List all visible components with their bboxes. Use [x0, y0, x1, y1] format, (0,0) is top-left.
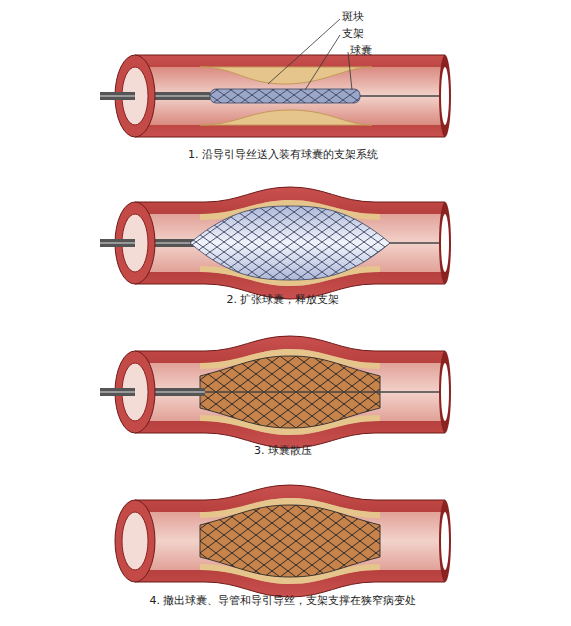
part-label: 支架: [342, 27, 364, 40]
leader-line: [305, 35, 340, 90]
step-caption: 3. 球囊散压: [0, 444, 566, 457]
leader-line: [348, 52, 352, 90]
vessel-panel-1: [100, 19, 451, 137]
vessel-panel-4: [115, 485, 451, 597]
part-label: 球囊: [350, 44, 372, 57]
step-caption: 4. 撤出球囊、导管和导引导丝，支架支撑在狭窄病变处: [0, 594, 566, 607]
step-caption: 2. 扩张球囊，释放支架: [0, 293, 566, 306]
part-label: 斑块: [342, 10, 364, 23]
vessel-panel-2: [100, 187, 451, 299]
vessel-panel-3: [100, 336, 451, 448]
step-caption: 1. 沿导引导丝送入装有球囊的支架系统: [0, 148, 566, 161]
